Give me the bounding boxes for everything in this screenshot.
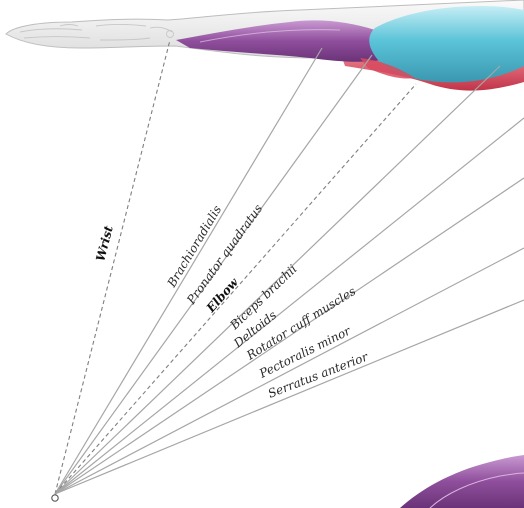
- leader-lines: [54, 39, 524, 495]
- biceps-brachii-leader: [54, 65, 501, 495]
- finger-details: [19, 24, 174, 41]
- origin-point: [51, 494, 59, 502]
- labels: Wrist Brachioradialis Pronator quadratus…: [93, 202, 371, 401]
- torso-muscle-fragment: [400, 455, 524, 508]
- upper-arm-muscle: [369, 6, 524, 83]
- serratus-anterior-leader: [54, 299, 524, 495]
- brachioradialis-leader: [54, 47, 323, 495]
- pronator-quadratus-leader: [54, 54, 373, 495]
- pectoralis-minor-leader: [54, 247, 524, 495]
- elbow-leader: [54, 83, 417, 495]
- rotator-cuff-leader: [54, 177, 524, 495]
- arm-illustration: [5, 0, 524, 91]
- wrist-leader: [54, 39, 171, 495]
- deltoids-leader: [54, 117, 524, 495]
- forearm-muscle: [176, 20, 395, 62]
- label-wrist: Wrist: [93, 224, 116, 263]
